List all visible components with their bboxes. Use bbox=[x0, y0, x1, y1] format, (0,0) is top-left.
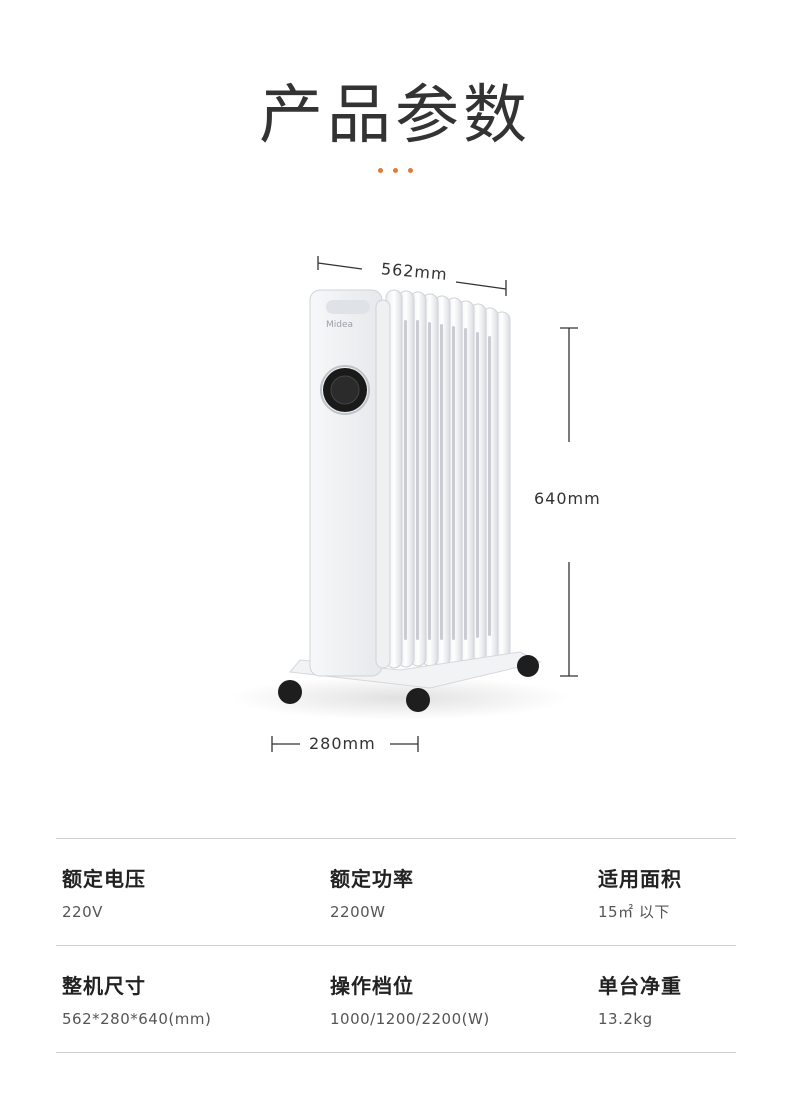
spec-label: 操作档位 bbox=[330, 974, 414, 998]
spec-row: 整机尺寸 562*280*640(mm) 操作档位 1000/1200/2200… bbox=[56, 945, 736, 1053]
page-title: 产品参数 bbox=[259, 79, 531, 153]
spec-value: 2200W bbox=[330, 903, 386, 921]
depth-dimension-label: 280mm bbox=[309, 734, 376, 753]
spec-value: 220V bbox=[62, 903, 103, 921]
spec-row: 额定电压 220V 额定功率 2200W 适用面积 15㎡ 以下 bbox=[56, 838, 736, 945]
control-knob bbox=[320, 365, 370, 415]
spec-net-weight: 单台净重 13.2kg bbox=[598, 972, 682, 1030]
spec-value: 15㎡ 以下 bbox=[598, 903, 670, 921]
front-control-panel bbox=[309, 289, 391, 677]
dot bbox=[377, 168, 383, 173]
radiator-fins bbox=[385, 289, 511, 669]
product-image bbox=[230, 256, 578, 752]
spec-power-levels: 操作档位 1000/1200/2200(W) bbox=[330, 972, 490, 1030]
spec-label: 额定电压 bbox=[62, 867, 146, 891]
dimension-lines bbox=[271, 256, 578, 752]
dot bbox=[407, 168, 413, 173]
spec-label: 适用面积 bbox=[598, 867, 682, 891]
spec-applicable-area: 适用面积 15㎡ 以下 bbox=[598, 865, 682, 923]
spec-overall-dimensions: 整机尺寸 562*280*640(mm) bbox=[62, 972, 211, 1030]
spec-label: 单台净重 bbox=[598, 974, 682, 998]
spec-rated-voltage: 额定电压 220V bbox=[62, 865, 146, 923]
floor-shadow bbox=[230, 676, 570, 720]
spec-value: 13.2kg bbox=[598, 1010, 653, 1028]
height-dimension-label: 640mm bbox=[534, 489, 601, 508]
title-decoration-dots bbox=[0, 168, 790, 173]
caster-wheels bbox=[278, 655, 539, 712]
dot bbox=[392, 168, 398, 173]
spec-value: 1000/1200/2200(W) bbox=[330, 1010, 490, 1028]
spec-rated-power: 额定功率 2200W bbox=[330, 865, 414, 923]
brand-logo: Midea bbox=[326, 320, 354, 330]
spec-table: 额定电压 220V 额定功率 2200W 适用面积 15㎡ 以下 整机尺寸 56… bbox=[56, 838, 736, 1053]
spec-value: 562*280*640(mm) bbox=[62, 1010, 212, 1028]
spec-label: 整机尺寸 bbox=[62, 974, 146, 998]
radiator-base bbox=[289, 651, 542, 689]
spec-label: 额定功率 bbox=[330, 867, 414, 891]
